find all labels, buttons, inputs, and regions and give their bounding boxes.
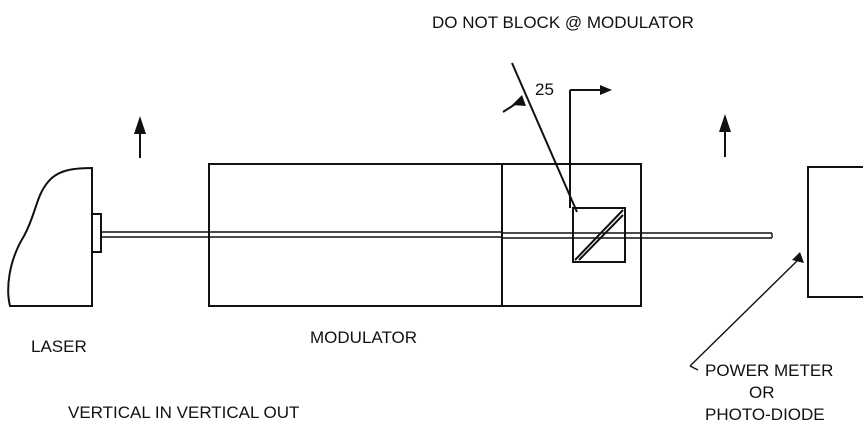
detector-label-line2: OR <box>749 383 775 402</box>
vertical-out-arrow <box>719 114 731 157</box>
modulator-body <box>208 163 503 307</box>
vertical-in-arrow <box>134 116 146 158</box>
modulator-label: MODULATOR <box>310 328 417 347</box>
detector-label-line3: PHOTO-DIODE <box>705 405 825 424</box>
angle-label: 25 <box>535 80 554 99</box>
beam-splitter-cube <box>572 207 626 263</box>
warning-label: DO NOT BLOCK @ MODULATOR <box>432 13 694 32</box>
laser <box>7 166 102 307</box>
polarization-label: VERTICAL IN VERTICAL OUT <box>68 403 299 422</box>
power-meter <box>807 166 863 298</box>
detector-leader <box>689 252 804 371</box>
polarizer-housing <box>501 163 642 307</box>
angle-indicator <box>502 62 612 213</box>
detector-label-line1: POWER METER <box>705 361 833 380</box>
laser-label: LASER <box>31 337 87 356</box>
